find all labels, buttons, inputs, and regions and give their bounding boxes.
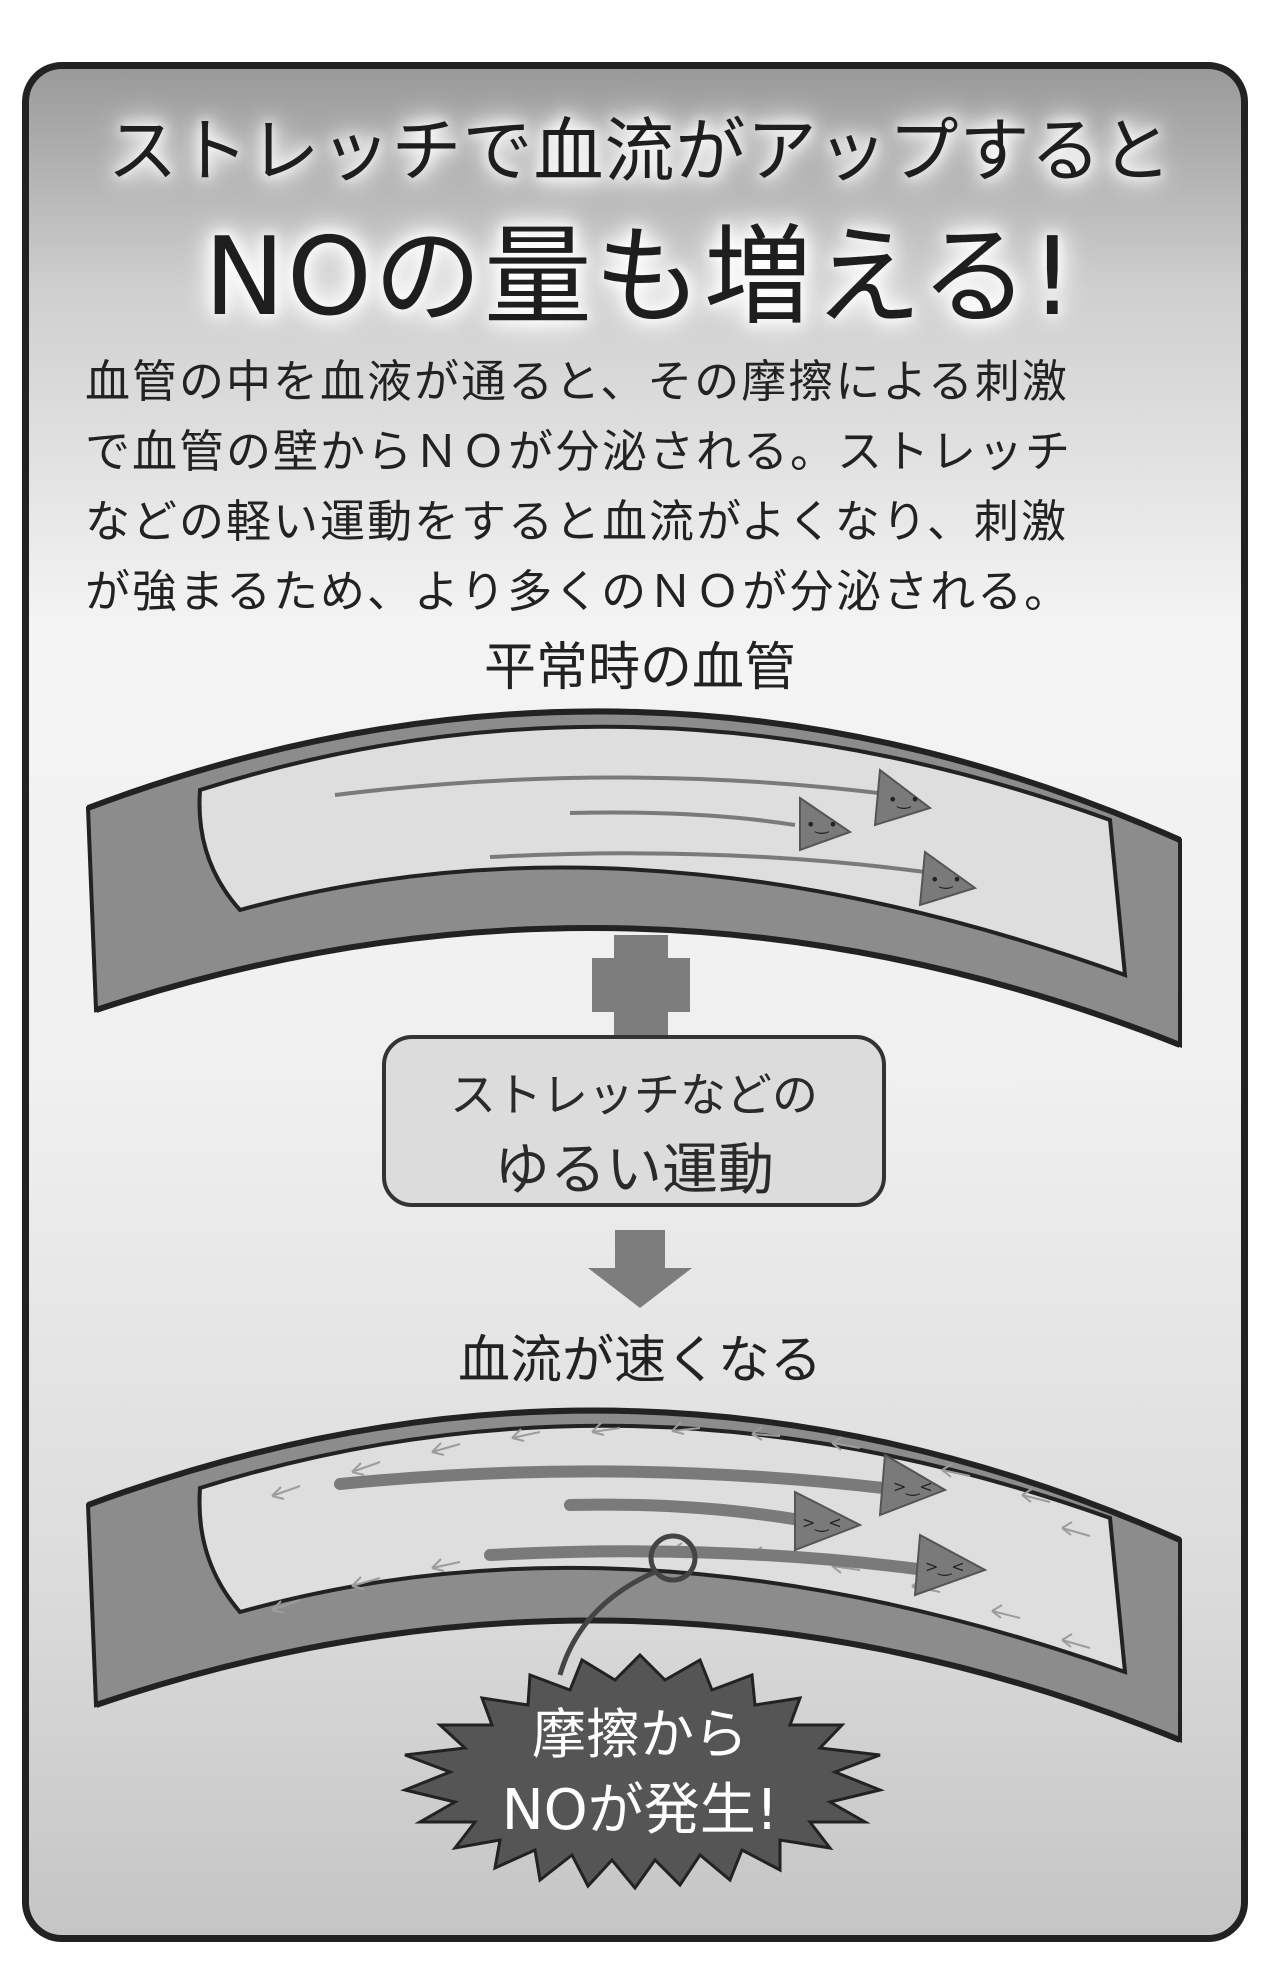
body-text-line: が強まるため、より多くのＮＯが分泌される。	[85, 565, 1072, 618]
svg-text:>‿<: >‿<	[893, 1477, 933, 1497]
burst-line-1: 摩擦から	[532, 1703, 748, 1766]
title-line-1: ストレッチで血流がアップすると	[107, 110, 1173, 192]
svg-text:•‿•: •‿•	[806, 815, 838, 835]
blood-cell-triangle-icon: >‿<	[878, 1453, 948, 1517]
normal-vessel-label: 平常時の血管	[483, 638, 796, 698]
flow-arrows-normal	[334, 775, 926, 874]
body-text-line: 血管の中を血液が通ると、その摩擦による刺激	[85, 355, 1069, 408]
blood-cell-triangle-icon: >‿<	[794, 1490, 863, 1552]
burst-line-2: NOが発生!	[501, 1778, 779, 1843]
blood-cell-triangle-icon: >‿<	[913, 1533, 988, 1597]
burst-icon	[400, 1652, 885, 1891]
action-box: ストレッチなどの ゆるい運動	[382, 1035, 886, 1207]
friction-pointer	[557, 1533, 698, 1676]
action-box-line-2: ゆるい運動	[494, 1138, 774, 1203]
svg-text:>‿<: >‿<	[925, 1557, 965, 1577]
body-text-line: で血管の壁からＮＯが分泌される。ストレッチ	[85, 425, 1073, 478]
flow-arrows-fast	[334, 1465, 931, 1576]
fast-flow-label: 血流が速くなる	[457, 1331, 822, 1391]
down-arrow-icon	[588, 1230, 692, 1308]
plus-icon	[592, 935, 690, 1035]
blood-cell-triangle-icon: •‿•	[799, 796, 853, 852]
action-box-line-1: ストレッチなどの	[450, 1068, 818, 1122]
body-text-line: などの軽い運動をすると血流がよくなり、刺激	[85, 495, 1068, 548]
blood-cell-triangle-icon: •‿•	[873, 768, 933, 827]
svg-text:>‿<: >‿<	[802, 1513, 842, 1533]
title-line-2: NOの量も増える!	[204, 215, 1076, 340]
blood-cell-triangle-icon: •‿•	[918, 850, 978, 907]
svg-text:•‿•: •‿•	[888, 790, 920, 810]
svg-text:•‿•: •‿•	[930, 870, 962, 890]
